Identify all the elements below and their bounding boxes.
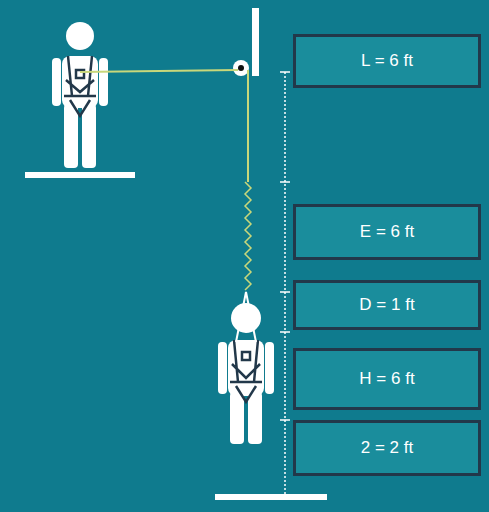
lanyard — [80, 70, 248, 182]
platform — [215, 494, 327, 500]
anchor-point — [238, 65, 244, 71]
harness — [64, 56, 96, 116]
dimension-box: L = 6 ft — [293, 34, 481, 88]
dimension-label: D = 1 ft — [359, 295, 414, 315]
dimension-label: H = 6 ft — [359, 369, 414, 389]
dimension-line — [280, 72, 290, 498]
dimension-label: L = 6 ft — [361, 51, 413, 71]
dimension-label: E = 6 ft — [360, 222, 414, 242]
anchor-wall — [252, 8, 259, 76]
worker-figure — [52, 22, 108, 168]
shock-absorber — [245, 182, 251, 290]
dimension-box: D = 1 ft — [293, 280, 481, 330]
dimension-box: H = 6 ft — [293, 348, 481, 410]
harness — [230, 340, 262, 402]
worker-figure — [218, 303, 274, 444]
platform — [25, 172, 135, 178]
dimension-label: 2 = 2 ft — [361, 438, 413, 458]
anchor-point — [233, 60, 249, 76]
dimension-box: E = 6 ft — [293, 204, 481, 260]
dimension-box: 2 = 2 ft — [293, 420, 481, 476]
harness-strap — [236, 292, 256, 342]
